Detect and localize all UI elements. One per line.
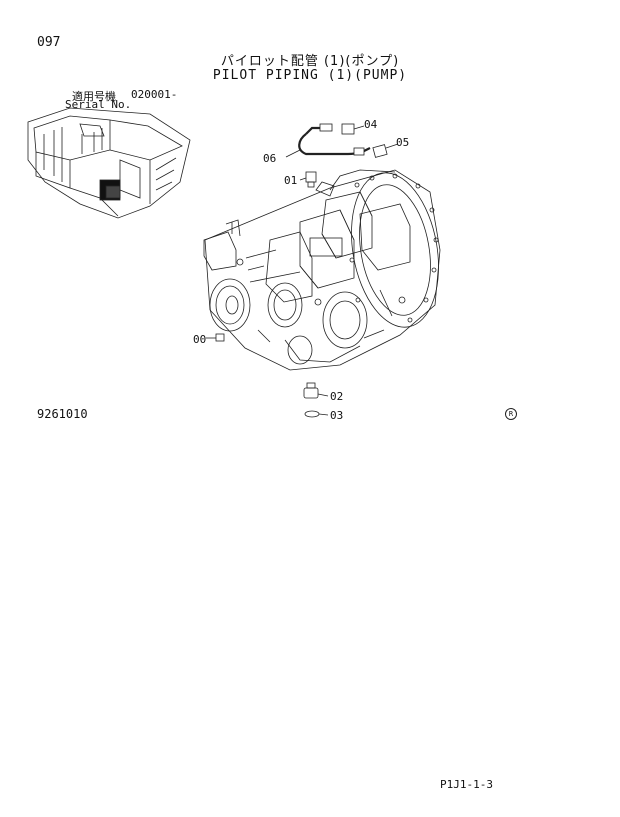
callout-03: 03 <box>330 409 344 422</box>
serial-value: 020001- <box>131 88 178 101</box>
title-english: PILOT PIPING (1)(PUMP) <box>212 68 408 83</box>
machine-overview-illustration <box>27 107 191 219</box>
connector-02-part <box>303 382 329 399</box>
footer-page-code: P1J1-1-3 <box>440 778 493 791</box>
serial-label-en: Serial No. <box>65 98 132 111</box>
fitting-04-part <box>341 123 365 135</box>
title-japanese: パイロット配管 (1)(ポンプ) <box>220 54 400 69</box>
callout-02: 02 <box>330 390 344 403</box>
registered-mark-icon: R <box>505 408 517 420</box>
fitting-01-part <box>299 171 317 188</box>
callout-01: 01 <box>284 174 298 187</box>
o-ring-03-part <box>304 410 329 418</box>
serial-label-jp: 適用号機 <box>72 90 116 103</box>
leader-line-06 <box>285 149 301 158</box>
callout-04: 04 <box>364 118 378 131</box>
pilot-hose-part <box>298 123 371 156</box>
plug-00-part <box>206 333 225 342</box>
document-code: 9261010 <box>37 407 88 421</box>
callout-06: 06 <box>263 152 277 165</box>
pump-assembly-illustration <box>203 169 441 371</box>
page-number: 097 <box>37 35 61 50</box>
parts-diagram <box>27 107 441 418</box>
callout-00: 00 <box>193 333 207 346</box>
callout-05: 05 <box>396 136 410 149</box>
fitting-05-part <box>372 143 399 158</box>
